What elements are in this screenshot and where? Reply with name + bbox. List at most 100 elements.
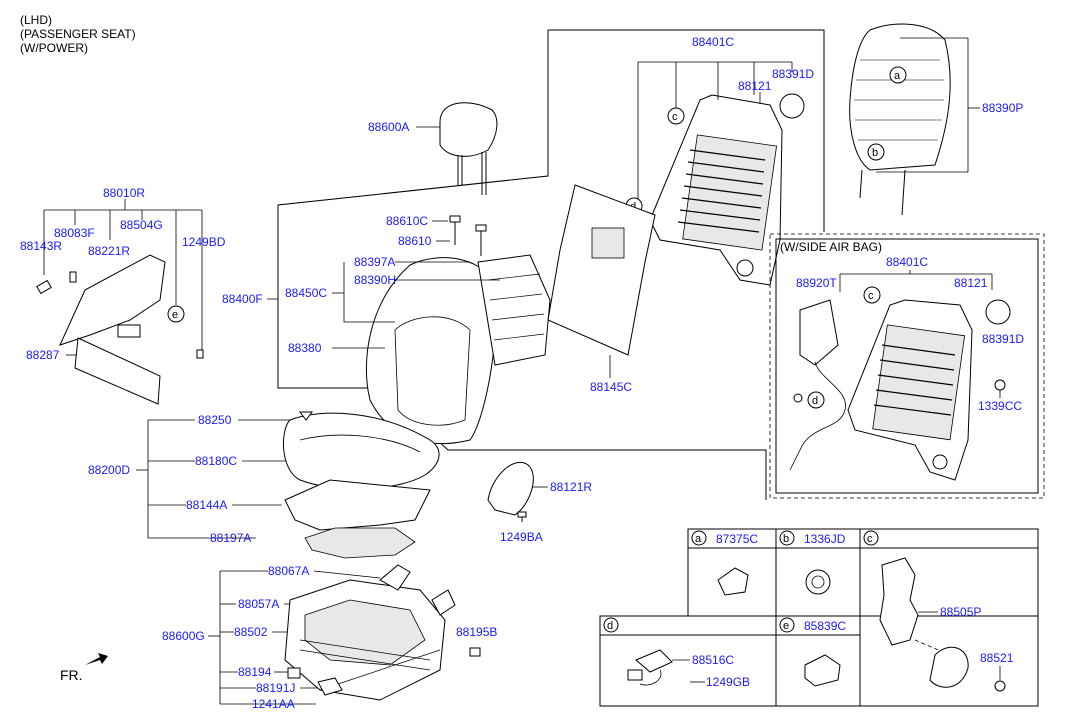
table-callout-c	[863, 530, 879, 546]
label-87375C[interactable]: 87375C	[716, 532, 758, 546]
svg-text:a: a	[695, 533, 702, 545]
label-88144A[interactable]: 88144A	[186, 498, 227, 512]
group-outline-body	[277, 30, 767, 500]
label-88521[interactable]: 88521	[980, 651, 1014, 665]
label-88143R[interactable]: 88143R	[20, 239, 62, 253]
label-88610[interactable]: 88610	[398, 234, 432, 248]
svg-text:b: b	[872, 147, 878, 159]
seat-cushion-part	[282, 411, 440, 490]
label-88195B[interactable]: 88195B	[456, 625, 497, 639]
side-shield-part	[487, 462, 534, 522]
clip-85839C-part	[804, 654, 841, 687]
grommet-1336JD-part	[805, 569, 831, 595]
label-sab-1339CC[interactable]: 1339CC	[978, 399, 1022, 413]
label-1249GB[interactable]: 1249GB	[706, 675, 750, 689]
label-88010R[interactable]: 88010R	[103, 186, 145, 200]
note-passenger-seat: (PASSENGER SEAT)	[20, 27, 136, 41]
label-sab-88391D[interactable]: 88391D	[982, 332, 1024, 346]
label-88180C[interactable]: 88180C	[195, 454, 237, 468]
label-88450C[interactable]: 88450C	[285, 286, 327, 300]
side-airbag-subview-inner	[775, 238, 1039, 494]
sab-frame-part	[847, 299, 973, 481]
note-lhd: (LHD)	[20, 13, 52, 27]
svg-text:b: b	[783, 533, 789, 545]
label-85839C[interactable]: 85839C	[804, 619, 846, 633]
label-88197A[interactable]: 88197A	[210, 531, 251, 545]
label-88502[interactable]: 88502	[234, 625, 268, 639]
label-88400F[interactable]: 88400F	[222, 292, 263, 306]
motor-88505P-part	[879, 557, 1006, 692]
recliner-cover-part	[36, 254, 204, 405]
label-1241AA[interactable]: 1241AA	[252, 697, 295, 711]
label-88250[interactable]: 88250	[198, 413, 232, 427]
group-outline-top	[548, 29, 825, 232]
label-88380[interactable]: 88380	[288, 341, 322, 355]
headrest-part	[439, 102, 498, 195]
side-airbag-subview-outer	[769, 233, 1045, 499]
label-88401C[interactable]: 88401C	[692, 35, 734, 49]
label-88121[interactable]: 88121	[738, 79, 772, 93]
seatback-frame-part	[649, 94, 783, 286]
svg-text:e: e	[783, 620, 789, 632]
seat-heater-part	[284, 479, 431, 559]
label-88194[interactable]: 88194	[238, 665, 272, 679]
label-88057A[interactable]: 88057A	[238, 597, 279, 611]
label-88516C[interactable]: 88516C	[692, 653, 734, 667]
svg-text:c: c	[672, 111, 678, 123]
sab-nut-part	[994, 379, 1006, 391]
label-88121R[interactable]: 88121R	[550, 480, 592, 494]
label-88083F[interactable]: 88083F	[54, 226, 95, 240]
callout-d-sab	[807, 391, 825, 409]
callout-parts-table	[599, 528, 1039, 707]
table-callout-d	[603, 617, 619, 633]
callout-c-top	[667, 107, 685, 125]
label-1336JD[interactable]: 1336JD	[804, 532, 846, 546]
label-88200D[interactable]: 88200D	[88, 463, 130, 477]
callout-e-cover	[167, 305, 185, 323]
label-88390H[interactable]: 88390H	[354, 273, 396, 287]
label-88505P[interactable]: 88505P	[940, 605, 981, 619]
label-88504G[interactable]: 88504G	[120, 218, 163, 232]
table-callout-b	[779, 530, 795, 546]
label-sab-88401C[interactable]: 88401C	[886, 255, 928, 269]
note-w-power: (W/POWER)	[20, 41, 88, 55]
svg-text:e: e	[172, 309, 178, 321]
svg-text:d: d	[812, 395, 818, 407]
sab-airbag-module-part	[789, 299, 846, 471]
table-callout-a	[691, 530, 707, 546]
side-airbag-title: (W/SIDE AIR BAG)	[780, 240, 882, 254]
label-88397A[interactable]: 88397A	[354, 255, 395, 269]
label-sab-88121[interactable]: 88121	[954, 276, 988, 290]
callout-c-sab	[863, 286, 881, 304]
label-88600G[interactable]: 88600G	[162, 629, 205, 643]
svg-text:d: d	[607, 620, 613, 632]
label-88287[interactable]: 88287	[26, 348, 60, 362]
back-panel-88390P-part	[849, 23, 951, 216]
clip-87375C-part	[717, 567, 749, 596]
label-1249BA[interactable]: 1249BA	[500, 530, 543, 544]
label-88390P[interactable]: 88390P	[982, 101, 1023, 115]
callout-a-panel	[889, 66, 907, 84]
label-88191J[interactable]: 88191J	[256, 681, 295, 695]
svg-text:c: c	[867, 533, 873, 545]
label-88067A[interactable]: 88067A	[268, 564, 309, 578]
speaker-88391D-part	[779, 93, 805, 119]
label-88221R[interactable]: 88221R	[88, 244, 130, 258]
label-1249BD[interactable]: 1249BD	[182, 235, 226, 249]
front-direction-label: FR.	[60, 667, 83, 683]
back-board-part	[547, 184, 656, 356]
svg-text:c: c	[868, 290, 874, 302]
front-direction-arrow-icon	[85, 653, 108, 665]
svg-text:a: a	[894, 70, 901, 82]
label-88610C[interactable]: 88610C	[386, 214, 428, 228]
callout-b-panel	[867, 143, 885, 161]
table-callout-e	[779, 617, 795, 633]
sab-speaker-part	[985, 299, 1011, 325]
label-88600A[interactable]: 88600A	[368, 120, 409, 134]
label-88391D[interactable]: 88391D	[772, 67, 814, 81]
seatback-cushion-part	[365, 254, 551, 445]
harness-88516C-part	[627, 649, 673, 686]
label-88145C[interactable]: 88145C	[590, 380, 632, 394]
label-sab-88920T[interactable]: 88920T	[796, 276, 837, 290]
